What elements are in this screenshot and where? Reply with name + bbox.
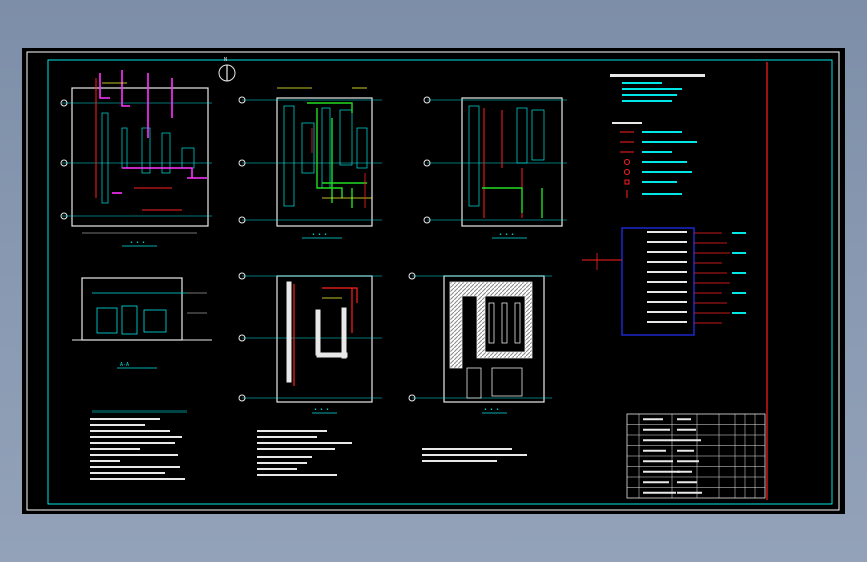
legend-block	[610, 74, 705, 198]
title-block-cell-text	[677, 439, 701, 442]
title-block-cell-text	[677, 470, 692, 473]
svg-text:• • •: • • •	[484, 407, 499, 413]
svg-text:• • •: • • •	[314, 407, 329, 413]
title-block-cell-text	[643, 449, 666, 452]
sheet-outer-border	[26, 51, 840, 511]
title-block	[626, 413, 766, 499]
cad-viewport[interactable]: • • • N	[22, 48, 845, 514]
section-view-a-a: A-A	[72, 277, 212, 369]
plan-view-4: • • •	[238, 272, 382, 414]
north-arrow: N	[218, 57, 236, 82]
plan-view-3: • • •	[423, 96, 567, 239]
title-block-cell-text	[677, 428, 696, 431]
title-block-cell-text	[643, 460, 673, 463]
section-title: A-A	[120, 362, 129, 368]
plan-view-2: • • •	[238, 87, 382, 239]
title-block-cell-text	[677, 418, 691, 421]
sheet-inner-border	[47, 59, 833, 505]
notes-block-3	[422, 448, 527, 462]
notes-block-1	[90, 410, 187, 480]
title-block-cell-text	[643, 428, 670, 431]
title-block-cell-text	[643, 470, 680, 473]
cad-drawing: • • • N	[26, 51, 840, 511]
svg-text:• • •: • • •	[312, 232, 327, 238]
notes-block-2	[257, 430, 352, 476]
title-block-cell-text	[643, 418, 663, 421]
svg-text:• • •: • • •	[130, 240, 145, 246]
title-block-cell-text	[677, 460, 699, 463]
title-block-cell-text	[643, 481, 669, 484]
title-block-cell-text	[677, 449, 694, 452]
title-block-cell-text	[643, 491, 676, 494]
plan-view-1: • • •	[60, 70, 212, 247]
plan-view-5: • • •	[408, 272, 552, 414]
title-block-cell-text	[677, 481, 697, 484]
svg-text:• • •: • • •	[499, 232, 514, 238]
title-block-cell-text	[677, 491, 702, 494]
title-block-cell-text	[643, 439, 677, 442]
distribution-schematic	[582, 227, 746, 336]
north-label: N	[224, 57, 227, 63]
